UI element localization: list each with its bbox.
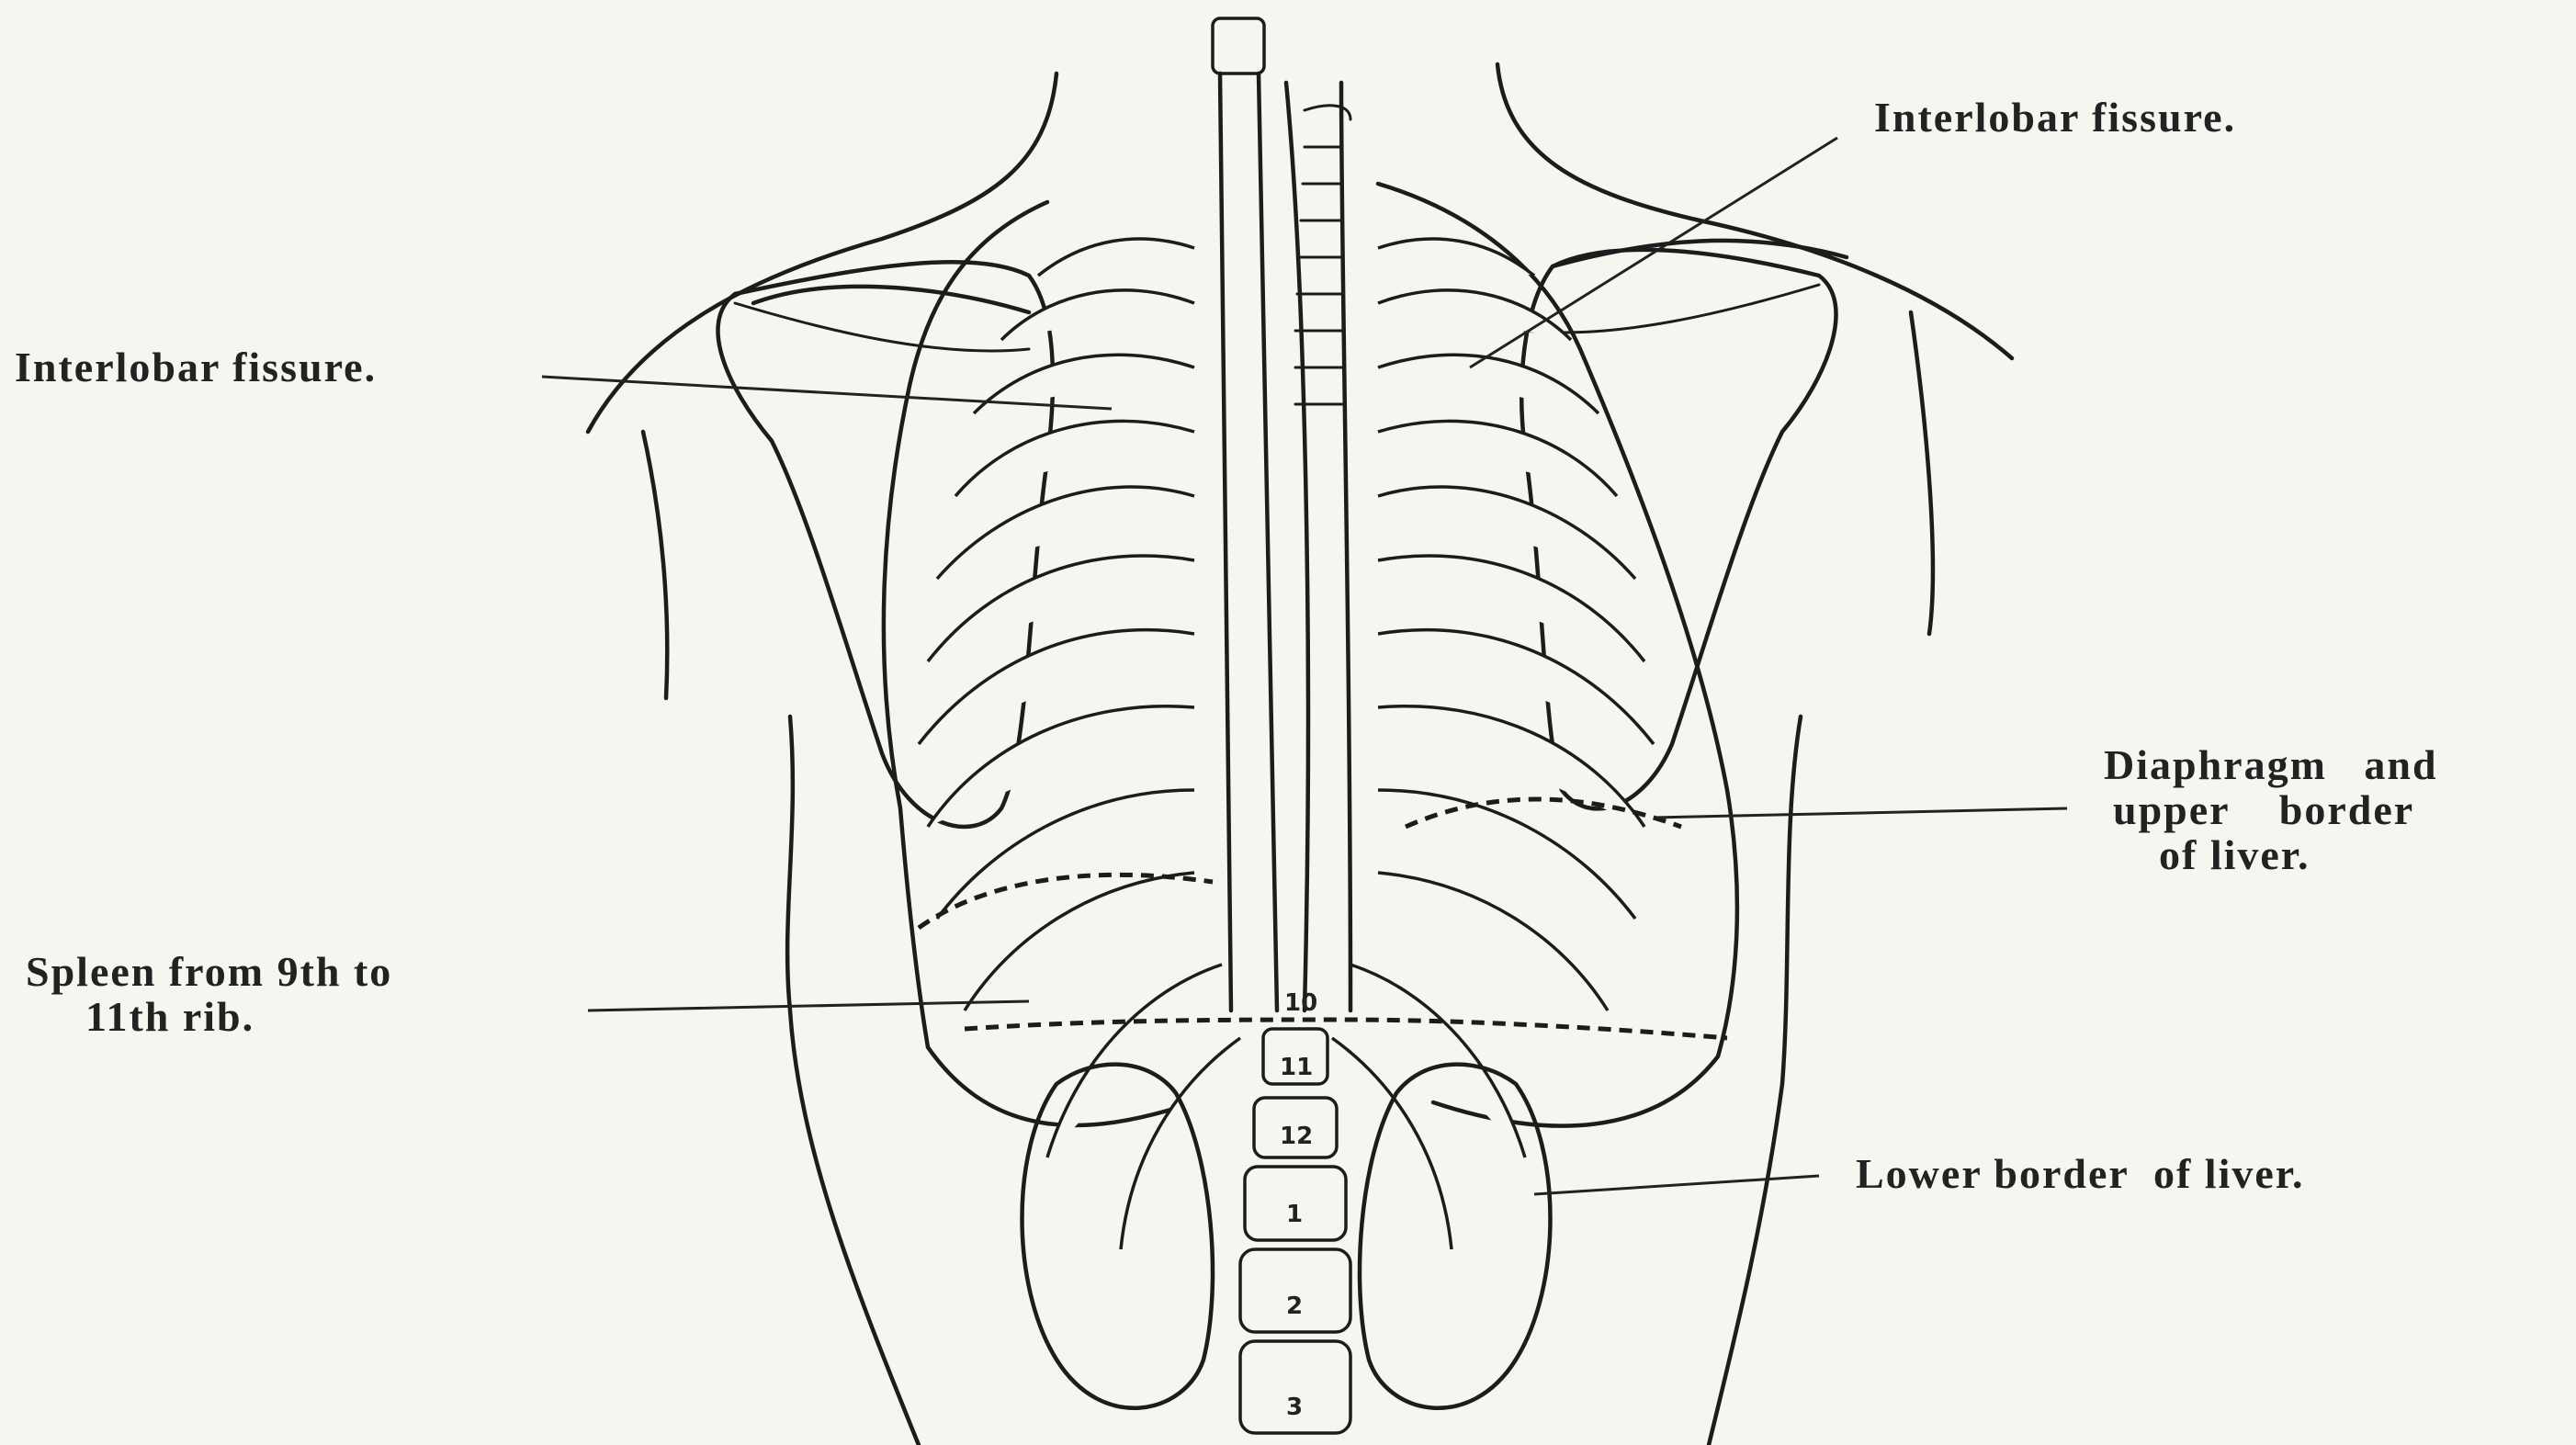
- label-interlobar-fissure-left: Interlobar fissure.: [15, 342, 377, 392]
- ribs-right: [1332, 239, 1654, 1249]
- leader-diaphragm: [1654, 808, 2067, 818]
- leader-spleen: [588, 1001, 1029, 1010]
- leader-lower-liver: [1534, 1176, 1819, 1194]
- label-diaphragm-line2: upper border: [2113, 785, 2447, 835]
- vertebra-number-l3: 3: [1286, 1394, 1303, 1421]
- label-interlobar-fissure-right: Interlobar fissure.: [1874, 92, 2236, 142]
- vertebra-number-l1: 1: [1286, 1201, 1303, 1228]
- leader-interlobar-right: [1470, 138, 1837, 367]
- label-spleen-group: Spleen from 9th to 11th rib.: [26, 946, 392, 1042]
- label-spleen-line1: Spleen from 9th to: [26, 946, 392, 997]
- vertebra-number-l2: 2: [1286, 1293, 1303, 1320]
- vertebra-number-10: 10: [1284, 989, 1317, 1017]
- label-diaphragm-line1: Diaphragm and: [2104, 739, 2438, 790]
- rib-cage-outline: [884, 184, 1737, 1126]
- label-diaphragm-line3: of liver.: [2159, 830, 2493, 880]
- spine: [1213, 18, 1350, 1433]
- ribs-left: [919, 239, 1240, 1249]
- label-lower-border-liver: Lower border of liver.: [1856, 1148, 2304, 1199]
- vertebra-number-12: 12: [1280, 1123, 1313, 1150]
- vertebra-number-11: 11: [1280, 1054, 1313, 1081]
- label-diaphragm-group: Diaphragm and upper border of liver.: [2104, 739, 2438, 881]
- label-spleen-line2: 11th rib.: [85, 991, 452, 1042]
